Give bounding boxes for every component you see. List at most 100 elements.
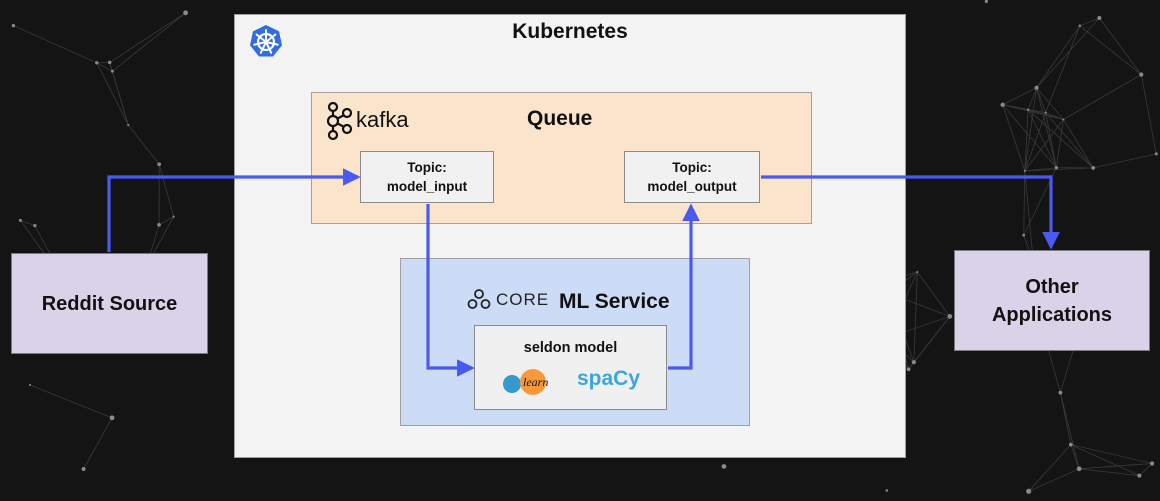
network-line <box>1024 119 1064 172</box>
queue-title: Queue <box>527 107 593 130</box>
network-node <box>1097 15 1102 21</box>
network-node <box>18 218 22 222</box>
network-node <box>157 223 161 227</box>
network-line <box>1063 74 1142 120</box>
network-line <box>1028 109 1046 114</box>
kafka-logo-icon <box>326 101 353 141</box>
network-node <box>1026 108 1030 111</box>
network-line <box>913 272 918 363</box>
network-line <box>20 220 36 226</box>
network-node <box>906 367 911 372</box>
network-line <box>1055 119 1064 168</box>
network-line <box>96 62 129 126</box>
network-node <box>127 123 130 127</box>
network-line <box>1036 25 1081 88</box>
network-line <box>1059 392 1072 445</box>
network-line <box>1024 109 1029 171</box>
network-line <box>1027 109 1094 169</box>
network-line <box>1024 112 1047 172</box>
other-applications-line1: Other <box>1025 275 1079 298</box>
network-line <box>1099 17 1142 75</box>
network-line <box>1070 444 1140 477</box>
network-line <box>1045 112 1094 169</box>
network-line <box>1070 444 1080 469</box>
network-line <box>916 271 951 317</box>
network-node <box>885 489 889 492</box>
scikit-learn-label: learn <box>523 375 549 389</box>
kafka-brand-label: kafka <box>356 107 409 132</box>
topic-input-line1: Topic: <box>407 160 447 175</box>
scikit-learn-logo-icon <box>503 369 546 395</box>
network-line <box>1079 463 1153 470</box>
network-line <box>1079 17 1100 27</box>
kubernetes-title: Kubernetes <box>512 20 628 43</box>
network-node <box>1058 390 1063 395</box>
network-line <box>1002 104 1026 172</box>
reddit-source-box: Reddit Source <box>11 253 208 354</box>
network-line <box>1036 17 1100 89</box>
network-line <box>1045 112 1064 120</box>
network-node <box>721 464 727 469</box>
network-line <box>1079 25 1142 75</box>
network-line <box>109 12 186 63</box>
network-line <box>1028 444 1072 492</box>
network-line <box>1023 170 1026 236</box>
network-line <box>913 316 951 363</box>
network-line <box>1024 87 1037 171</box>
network-node <box>947 314 953 319</box>
topic-input-line2: model_input <box>386 179 468 194</box>
network-node <box>172 215 175 218</box>
network-line <box>29 384 113 419</box>
network-node <box>33 223 37 228</box>
network-node <box>107 60 112 65</box>
network-node <box>1091 165 1096 170</box>
network-line <box>1024 170 1034 262</box>
network-node <box>81 467 86 471</box>
network-line <box>1028 468 1080 492</box>
network-line <box>1079 468 1140 477</box>
seldon-core-brand-label: CORE <box>496 290 550 309</box>
network-line <box>1023 167 1057 236</box>
seldon-core-logo-icon <box>467 289 491 309</box>
network-line <box>1036 87 1047 113</box>
other-applications-line2: Applications <box>991 303 1112 326</box>
network-node <box>1022 233 1026 237</box>
network-line <box>1140 74 1157 154</box>
network-line <box>1060 392 1080 469</box>
network-node <box>1044 111 1047 114</box>
network-line <box>96 62 113 72</box>
network-node <box>916 271 919 274</box>
network-line <box>1062 119 1094 169</box>
network-node <box>1139 72 1144 77</box>
network-node <box>28 383 32 387</box>
network-node <box>109 415 115 421</box>
network-node <box>110 69 114 73</box>
seldon-model-title: seldon model <box>523 340 618 356</box>
network-line <box>1036 87 1057 168</box>
network-node <box>1078 24 1082 28</box>
network-line <box>1045 25 1081 113</box>
network-node <box>1154 152 1158 156</box>
network-node <box>1000 102 1005 107</box>
network-line <box>1002 87 1037 106</box>
network-node <box>1062 118 1065 121</box>
network-node <box>911 360 916 365</box>
network-line <box>1045 112 1057 168</box>
network-node <box>1076 466 1082 472</box>
network-node <box>1026 488 1032 494</box>
topic-model-input-box: Topic: model_input <box>360 151 494 203</box>
network-line <box>1139 463 1153 476</box>
network-node <box>1068 442 1073 447</box>
network-node <box>95 61 99 65</box>
network-node <box>1054 166 1059 170</box>
network-node <box>11 23 16 28</box>
network-line <box>127 124 160 165</box>
network-node <box>1034 85 1039 90</box>
ml-service-title: ML Service <box>559 290 670 313</box>
topic-model-output-box: Topic: model_output <box>624 151 760 203</box>
seldon-model-box <box>474 325 667 410</box>
network-line <box>1070 444 1153 464</box>
network-node <box>1137 473 1142 478</box>
kubernetes-helm-icon <box>250 25 282 57</box>
network-node <box>157 162 162 167</box>
